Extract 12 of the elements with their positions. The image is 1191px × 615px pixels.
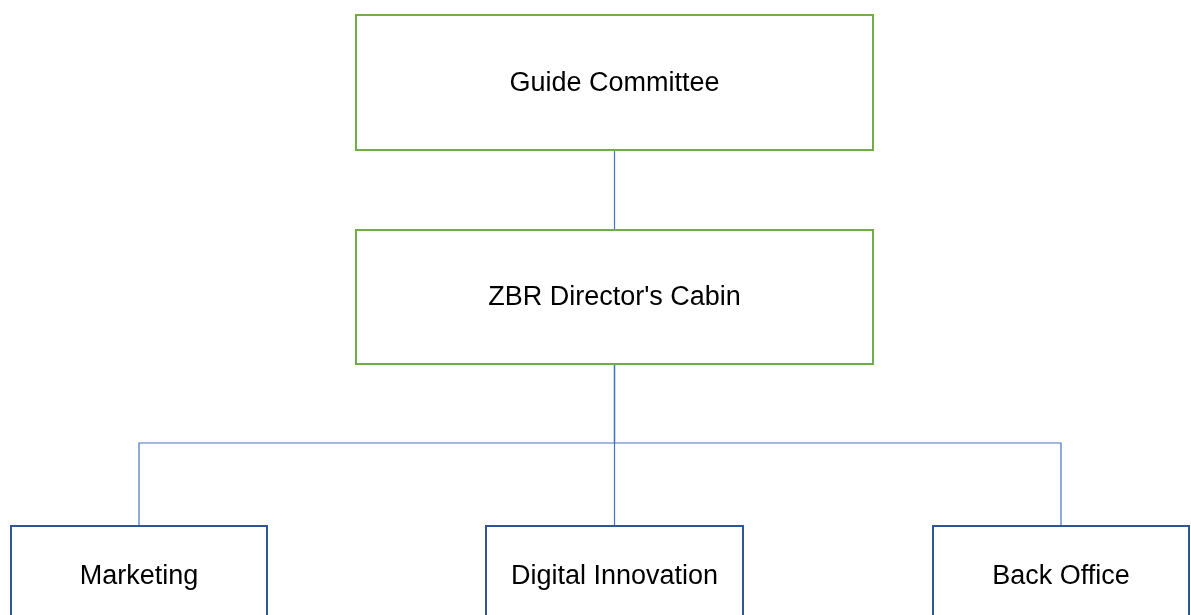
box-label: Digital Innovation — [510, 559, 719, 593]
org-box — [355, 229, 874, 365]
connector-line — [613, 150, 616, 230]
box-label: Marketing — [79, 559, 199, 593]
org-box — [485, 525, 744, 615]
org-box — [10, 525, 268, 615]
org-box — [355, 14, 874, 151]
box-label: ZBR Director's Cabin — [488, 280, 741, 314]
org-box — [932, 525, 1190, 615]
connector-line — [613, 364, 1062, 526]
box-label: Back Office — [992, 559, 1130, 593]
box-label: Guide Committee — [509, 65, 720, 99]
